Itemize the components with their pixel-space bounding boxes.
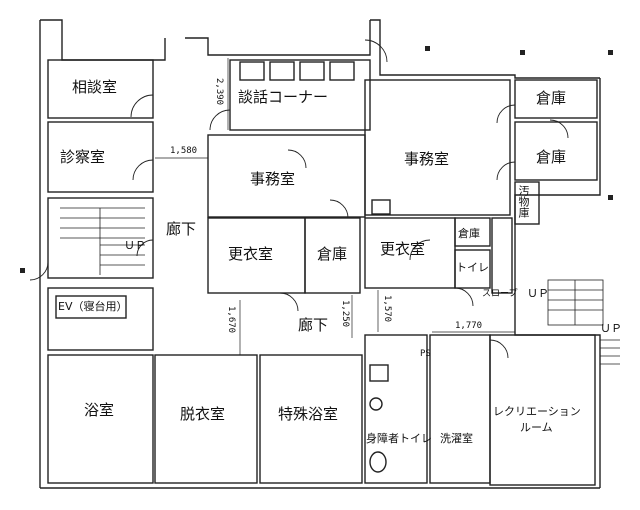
column-marker-5 [20, 268, 25, 273]
stair-treads-right [547, 279, 620, 365]
danwa-bench-2 [269, 61, 295, 81]
label-sentaku: 洗濯室 [440, 432, 473, 445]
room-jimu-right [364, 79, 511, 216]
room-toilet [454, 249, 491, 289]
sink-fixture [369, 364, 389, 382]
room-souko-mid [514, 121, 598, 181]
label-datsui: 脱衣室 [180, 405, 226, 423]
label-soudan: 相談室 [72, 78, 118, 96]
dim-1770: 1,770 [455, 321, 483, 331]
column-marker-4 [608, 195, 613, 200]
label-danwa: 談話コーナー [238, 88, 329, 106]
column-marker-2 [520, 50, 525, 55]
label-koui-left: 更衣室 [228, 245, 274, 263]
danwa-bench-1 [239, 61, 265, 81]
room-sentaku [429, 334, 491, 484]
label-koui-right: 更衣室 [380, 240, 426, 258]
column-marker-3 [608, 50, 613, 55]
room-souko-small [454, 217, 491, 247]
outer-wall-top-left [40, 19, 166, 61]
room-obutsu [514, 181, 540, 225]
room-recreation [489, 334, 596, 486]
label-yoku: 浴室 [84, 401, 115, 419]
room-datsui [154, 354, 258, 484]
label-tokushu: 特殊浴室 [278, 405, 339, 423]
label-up-right-2: ＵＰ [600, 322, 622, 335]
ev-inner [55, 295, 127, 319]
basin-fixture [369, 397, 383, 411]
label-toilet: トイレ [456, 261, 489, 274]
label-souko-small: 倉庫 [458, 227, 480, 240]
label-souko-top: 倉庫 [536, 89, 567, 107]
dim-2390: 2,390 [214, 78, 224, 106]
label-jimu-left: 事務室 [250, 170, 296, 188]
danwa-bench-4 [329, 61, 355, 81]
room-yoku [47, 354, 154, 484]
room-tokushu [259, 354, 363, 484]
label-up-right-1: ＵＰ [527, 287, 549, 300]
room-soudan [47, 59, 154, 119]
room-shougai-toilet [364, 334, 428, 484]
dim-1570: 1,570 [382, 295, 392, 323]
outer-wall-right [514, 78, 601, 488]
label-slope: スロープ [482, 289, 518, 299]
room-souko-center [304, 217, 361, 294]
slope-area [491, 217, 513, 294]
label-obutsu: 汚物庫 [517, 185, 530, 218]
dim-1250: 1,250 [340, 300, 350, 328]
label-rouka-left: 廊下 [166, 220, 197, 238]
stair-treads-left [60, 207, 145, 275]
label-up-left: ＵＰ [124, 239, 146, 252]
outer-wall-top-mid [185, 20, 371, 56]
outer-wall-top-right [370, 19, 600, 79]
label-souko-mid: 倉庫 [536, 148, 567, 166]
desk-jimu [371, 199, 391, 215]
label-jimu-right: 事務室 [404, 150, 450, 168]
dim-1580: 1,580 [170, 146, 198, 156]
door-swings [29, 39, 569, 359]
label-ev: EV（寝台用） [58, 300, 128, 313]
label-rouka-bottom: 廊下 [298, 316, 329, 334]
label-ps: PS [420, 349, 431, 359]
room-shinsatsu [47, 121, 154, 193]
toilet-fixture [369, 451, 387, 473]
stair-left [47, 197, 154, 279]
label-recreation-1: レクリエーション [493, 405, 581, 418]
danwa-bench-3 [299, 61, 325, 81]
label-recreation-2: ルーム [520, 421, 553, 434]
dim-1670: 1,670 [226, 306, 236, 334]
danwa-area [229, 59, 371, 131]
label-shinsatsu: 診察室 [60, 148, 106, 166]
column-marker-1 [425, 46, 430, 51]
room-souko-top [514, 79, 598, 119]
label-souko-center: 倉庫 [317, 245, 348, 263]
room-ev [47, 287, 154, 351]
label-shougai-toilet: 身障者トイレ [366, 432, 432, 445]
